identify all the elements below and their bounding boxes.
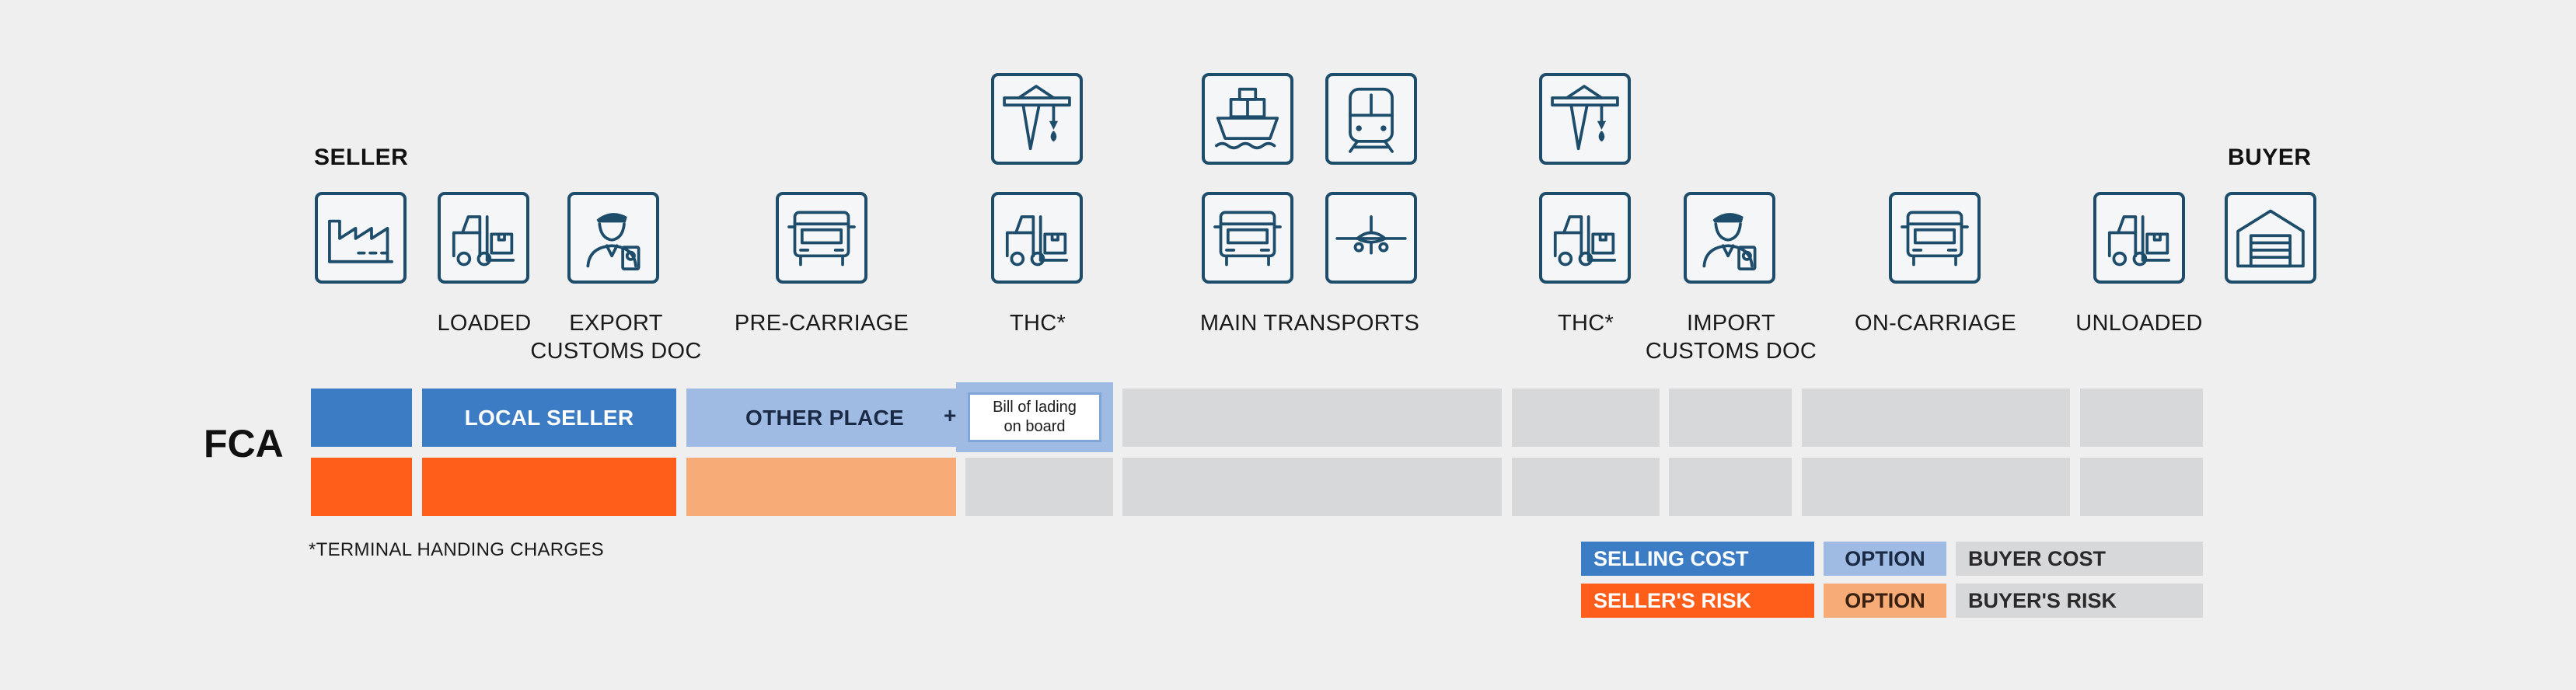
legend-selling-cost: SELLING COST	[1581, 542, 1814, 576]
forklift-icon	[2093, 192, 2185, 284]
risk-cell-factory	[311, 458, 412, 516]
risk-cell-thc-export	[965, 458, 1113, 516]
risk-cell-loaded-export	[422, 458, 676, 516]
cost-cell-factory	[311, 389, 412, 447]
step-label-pre-carriage: PRE-CARRIAGE	[734, 311, 909, 336]
forklift-icon	[1539, 192, 1631, 284]
cost-cell-main-transports	[1122, 389, 1502, 447]
bill-of-lading-box: Bill of lading on board	[968, 392, 1101, 442]
step-label-export-line2: CUSTOMS DOC	[530, 339, 702, 364]
risk-cell-import-customs	[1669, 458, 1792, 516]
legend-sellers-risk: SELLER'S RISK	[1581, 584, 1814, 618]
legend-option-cost: OPTION	[1824, 542, 1946, 576]
truck-icon	[776, 192, 867, 284]
bill-of-lading-line2: on board	[1004, 418, 1066, 435]
legend-buyer-cost: BUYER COST	[1956, 542, 2203, 576]
cost-cell-other-place: OTHER PLACE	[686, 389, 956, 447]
cost-cell-unloaded	[2080, 389, 2203, 447]
cost-cell-import-customs	[1669, 389, 1792, 447]
truck-icon	[1202, 192, 1293, 284]
step-label-thc-export: THC*	[1009, 311, 1066, 336]
factory-icon	[315, 192, 407, 284]
forklift-icon	[438, 192, 529, 284]
step-label-export-line1: EXPORT	[569, 311, 663, 336]
risk-cell-main-transports	[1122, 458, 1502, 516]
incoterm-name: FCA	[204, 422, 284, 465]
step-label-import-line2: CUSTOMS DOC	[1645, 339, 1817, 364]
cost-plus-sign: +	[944, 403, 957, 427]
warehouse-icon	[2225, 192, 2316, 284]
legend-option-risk: OPTION	[1824, 584, 1946, 618]
step-label-loaded: LOADED	[437, 311, 532, 336]
risk-cell-on-carriage	[1802, 458, 2070, 516]
customs-officer-icon	[567, 192, 659, 284]
risk-cell-thc-import	[1512, 458, 1660, 516]
airplane-icon	[1325, 192, 1417, 284]
footnote: *TERMINAL HANDING CHARGES	[309, 539, 604, 560]
legend-buyers-risk: BUYER'S RISK	[1956, 584, 2203, 618]
customs-officer-icon	[1684, 192, 1775, 284]
buyer-label: BUYER	[2228, 145, 2312, 170]
train-icon	[1325, 73, 1417, 165]
cost-cell-thc-import	[1512, 389, 1660, 447]
cost-cell-local-seller: LOCAL SELLER	[422, 389, 676, 447]
seller-label: SELLER	[314, 145, 409, 170]
cost-cell-on-carriage	[1802, 389, 2070, 447]
step-label-unloaded: UNLOADED	[2075, 311, 2203, 336]
step-label-on-carriage: ON-CARRIAGE	[1855, 311, 2016, 336]
forklift-icon	[991, 192, 1083, 284]
step-label-thc-import: THC*	[1557, 311, 1614, 336]
truck-icon	[1889, 192, 1981, 284]
port-crane-icon	[991, 73, 1083, 165]
bill-of-lading-line1: Bill of lading	[993, 399, 1077, 416]
risk-cell-pre-carriage	[686, 458, 956, 516]
risk-cell-unloaded	[2080, 458, 2203, 516]
ship-icon	[1202, 73, 1293, 165]
port-crane-icon	[1539, 73, 1631, 165]
step-label-import-line1: IMPORT	[1686, 311, 1776, 336]
step-label-main-transports: MAIN TRANSPORTS	[1199, 311, 1420, 336]
